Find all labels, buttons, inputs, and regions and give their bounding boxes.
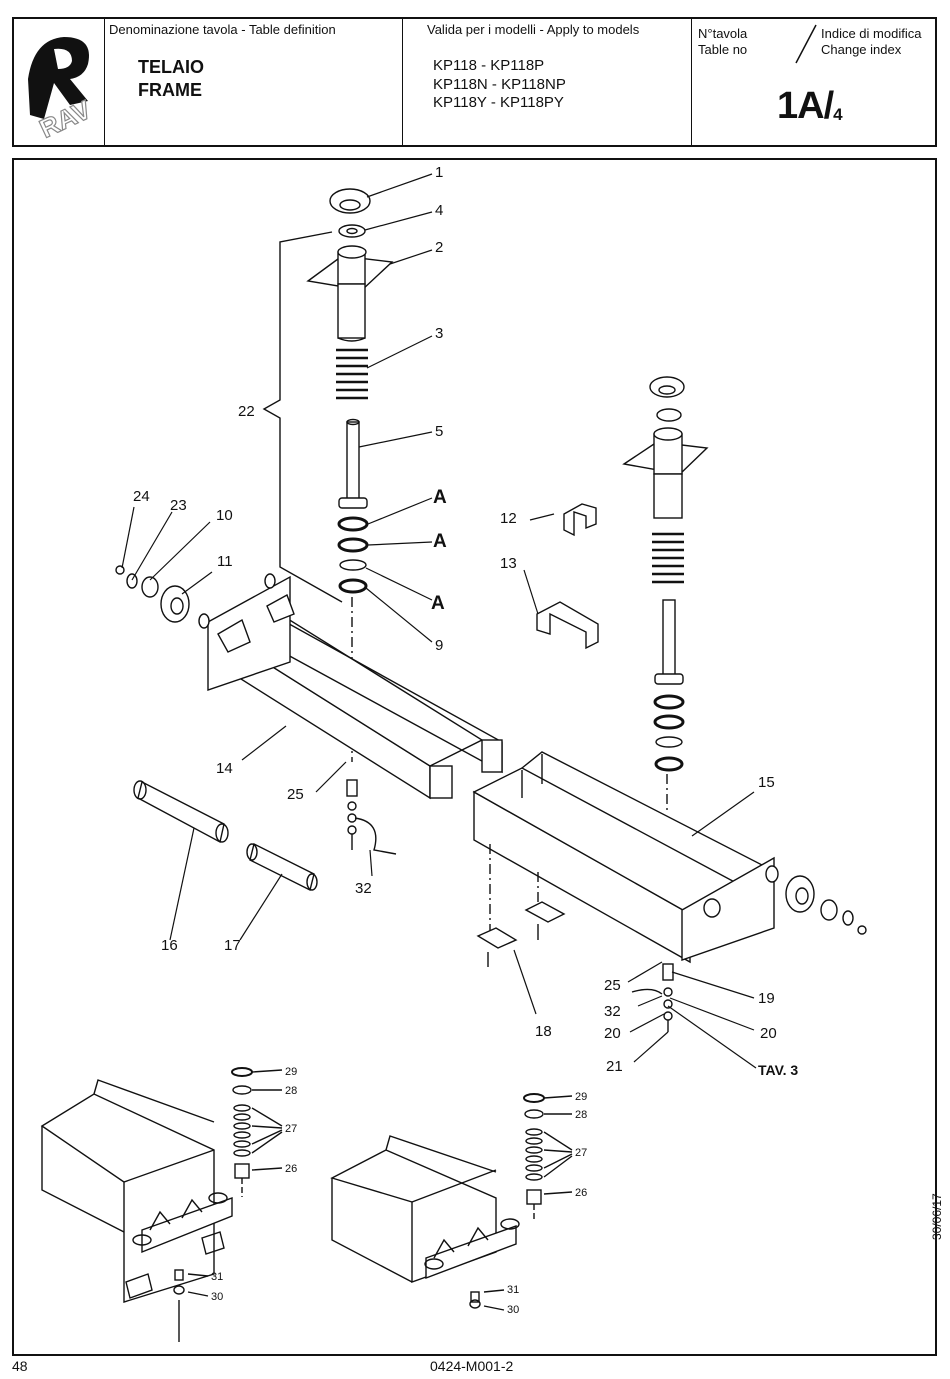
callout: 26 bbox=[575, 1187, 587, 1199]
models-label: Valida per i modelli - Apply to models bbox=[427, 22, 640, 37]
logo-cell: RAV bbox=[14, 19, 105, 145]
callout: 4 bbox=[435, 202, 443, 219]
callout: 25 bbox=[604, 977, 621, 994]
callout: 31 bbox=[507, 1284, 519, 1296]
group-bracket-22 bbox=[262, 231, 343, 603]
callout: 27 bbox=[285, 1123, 297, 1135]
detail-right bbox=[330, 1093, 573, 1311]
callout: 27 bbox=[575, 1147, 587, 1159]
callout: 22 bbox=[238, 403, 255, 420]
callout: 12 bbox=[500, 510, 517, 527]
page-number: 48 bbox=[12, 1358, 28, 1374]
change-it: Indice di modifica bbox=[821, 26, 922, 41]
callout: 13 bbox=[500, 555, 517, 572]
frame-exploded-view: 1 4 2 3 22 5 A A A 9 24 23 10 11 12 13 1… bbox=[40, 164, 867, 1342]
callout: 24 bbox=[133, 488, 150, 505]
callout: 2 bbox=[435, 239, 443, 256]
callout: TAV. 3 bbox=[758, 1062, 798, 1078]
callout: 20 bbox=[760, 1025, 777, 1042]
callout: 15 bbox=[758, 774, 775, 791]
callout: 9 bbox=[435, 637, 443, 654]
models-list: KP118 - KP118P KP118N - KP118NP KP118Y -… bbox=[433, 57, 566, 113]
pad-18 bbox=[476, 927, 518, 949]
callout: 1 bbox=[435, 164, 443, 181]
title-it: TELAIO bbox=[138, 57, 204, 77]
callout-labels: 1 4 2 3 22 5 A A A 9 24 23 10 11 12 13 1… bbox=[133, 164, 798, 1316]
callout: 29 bbox=[575, 1091, 587, 1103]
callout: A bbox=[431, 593, 445, 614]
detail-left bbox=[40, 1067, 283, 1342]
left-wheel-parts bbox=[115, 565, 190, 623]
model-line: KP118N - KP118NP bbox=[433, 75, 566, 93]
callout: 28 bbox=[575, 1109, 587, 1121]
callout: 10 bbox=[216, 507, 233, 524]
callout: 25 bbox=[287, 786, 304, 803]
callout: 30 bbox=[507, 1304, 519, 1316]
callout: 28 bbox=[285, 1085, 297, 1097]
callout: 29 bbox=[285, 1066, 297, 1078]
right-wheel-parts bbox=[785, 875, 867, 935]
left-screw-stack bbox=[346, 779, 397, 855]
callout: 17 bbox=[224, 937, 241, 954]
revision-date: 30/06/17 bbox=[930, 1193, 944, 1240]
callout: A bbox=[433, 487, 447, 508]
right-screw-stack bbox=[631, 963, 674, 1032]
callout: 14 bbox=[216, 760, 233, 777]
callout: 5 bbox=[435, 423, 443, 440]
callout: 11 bbox=[217, 553, 233, 570]
models-cell: Valida per i modelli - Apply to models K… bbox=[403, 19, 692, 145]
table-number: 1A/4 bbox=[777, 85, 843, 127]
callout: 16 bbox=[161, 937, 178, 954]
table-no-it: N°tavola bbox=[698, 26, 748, 41]
callout: 30 bbox=[211, 1291, 223, 1303]
callout: 32 bbox=[355, 880, 372, 897]
callout: 23 bbox=[170, 497, 187, 514]
callout: 20 bbox=[604, 1025, 621, 1042]
title-en: FRAME bbox=[138, 80, 202, 100]
rod-17 bbox=[249, 842, 315, 892]
callout: A bbox=[433, 531, 447, 552]
change-en: Change index bbox=[821, 42, 902, 57]
definition-label: Denominazione tavola - Table definition bbox=[109, 22, 336, 37]
cover-13 bbox=[536, 601, 599, 650]
callout: 32 bbox=[604, 1003, 621, 1020]
rod-16 bbox=[137, 780, 225, 844]
model-line: KP118 - KP118P bbox=[433, 57, 545, 74]
divider-slash bbox=[795, 24, 817, 64]
header-table: RAV Denominazione tavola - Table definit… bbox=[12, 17, 937, 147]
table-number-cell: N°tavola Table no Indice di modifica Cha… bbox=[692, 19, 937, 145]
table-no-en: Table no bbox=[698, 42, 748, 57]
exploded-drawing: 1 4 2 3 22 5 A A A 9 24 23 10 11 12 13 1… bbox=[12, 158, 937, 1356]
left-column-parts bbox=[306, 188, 394, 762]
leader-lines bbox=[121, 173, 757, 1069]
callout: 26 bbox=[285, 1163, 297, 1175]
model-line: KP118Y - KP118PY bbox=[433, 94, 564, 111]
left-frame bbox=[198, 573, 503, 800]
callout: 31 bbox=[211, 1271, 223, 1283]
callout: 3 bbox=[435, 325, 443, 342]
definition-cell: Denominazione tavola - Table definition … bbox=[105, 19, 403, 145]
right-column-parts bbox=[622, 376, 709, 812]
callout: 21 bbox=[606, 1058, 623, 1075]
right-frame bbox=[472, 751, 779, 964]
cover-12 bbox=[563, 503, 597, 537]
rav-logo: RAV bbox=[28, 37, 97, 144]
document-code: 0424-M001-2 bbox=[430, 1358, 514, 1374]
callout: 18 bbox=[535, 1023, 552, 1040]
callout: 19 bbox=[758, 990, 775, 1007]
pad-18b bbox=[524, 901, 566, 923]
